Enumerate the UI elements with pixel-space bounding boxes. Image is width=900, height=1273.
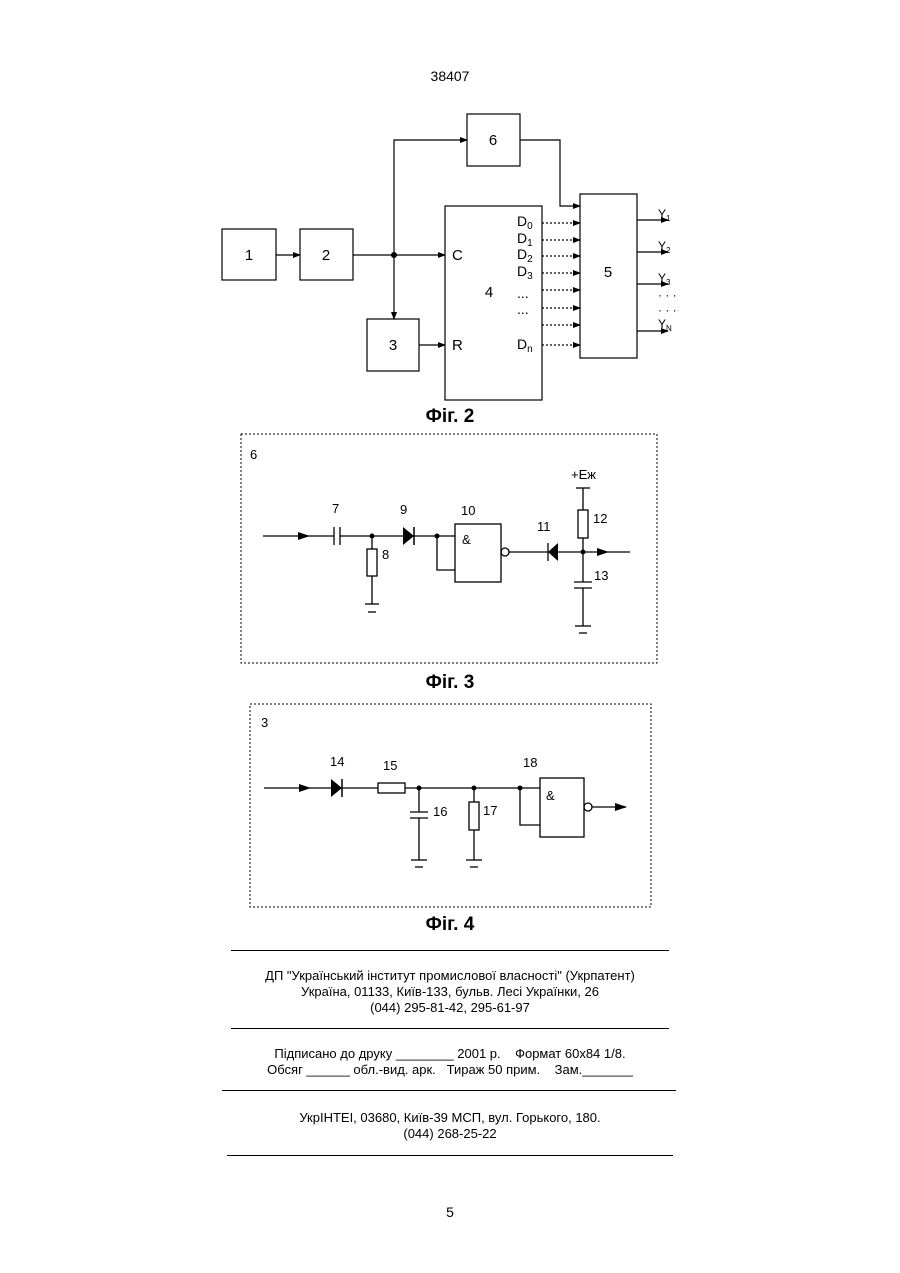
divider-2: [231, 1028, 669, 1029]
imprint-org-line2: Україна, 01133, Київ-133, бульв. Лесі Ук…: [0, 984, 900, 1000]
label-g18: 18: [523, 755, 537, 770]
imprint-org: ДП "Український інститут промислової вла…: [0, 968, 900, 1016]
imprint-print: Підписано до друку ________ 2001 р. Форм…: [0, 1046, 900, 1078]
label-r17: 17: [483, 803, 497, 818]
label-and-gate18: &: [546, 788, 555, 803]
imprint-press-line2: (044) 268-25-22: [0, 1126, 900, 1142]
divider-1: [231, 950, 669, 951]
imprint-org-line1: ДП "Український інститут промислової вла…: [0, 968, 900, 984]
imprint-print-line2: Обсяг ______ обл.-вид. арк. Тираж 50 при…: [0, 1062, 900, 1078]
label-r15: 15: [383, 758, 397, 773]
fig4-caption: Фіг. 4: [0, 914, 900, 936]
fig4-circuit: 3 14 15 16 17 18 &: [0, 0, 900, 920]
fig4-frame: [250, 704, 651, 907]
fig4-frame-label: 3: [261, 715, 268, 730]
imprint-org-line3: (044) 295-81-42, 295-61-97: [0, 1000, 900, 1016]
divider-4: [227, 1155, 673, 1156]
imprint-press: УкрІНТЕІ, 03680, Київ-39 МСП, вул. Горьк…: [0, 1110, 900, 1142]
label-c16: 16: [433, 804, 447, 819]
page-number-bottom: 5: [0, 1204, 900, 1220]
imprint-print-line1: Підписано до друку ________ 2001 р. Форм…: [0, 1046, 900, 1062]
label-d14: 14: [330, 754, 344, 769]
imprint-press-line1: УкрІНТЕІ, 03680, Київ-39 МСП, вул. Горьк…: [0, 1110, 900, 1126]
divider-3: [222, 1090, 676, 1091]
